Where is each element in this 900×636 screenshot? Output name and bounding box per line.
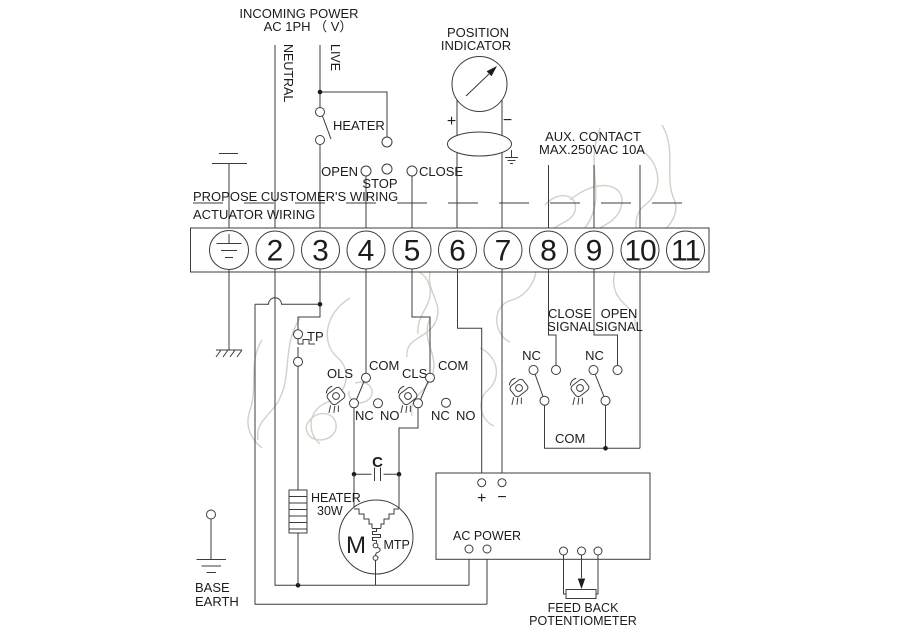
aux-nc-right-label: NC xyxy=(585,348,604,363)
close-button-label: CLOSE xyxy=(419,164,463,179)
aux-com-label: COM xyxy=(555,431,585,446)
gauge-needle xyxy=(465,73,490,97)
ols-com-label: COM xyxy=(369,358,399,373)
control-box-outline xyxy=(435,472,651,560)
cls-no-label: NO xyxy=(456,408,476,423)
terminal-4: 4 xyxy=(358,235,375,268)
potentiometer-body xyxy=(565,589,597,599)
aux-contact-title2: MAX.250VAC 10A xyxy=(539,142,645,157)
position-indicator-title2: INDICATOR xyxy=(441,38,511,53)
incoming-power-section: INCOMING POWER AC 1PH （ V） NEUTRAL LIVE … xyxy=(239,6,388,231)
tp-label: TP xyxy=(307,329,324,344)
base-earth-label1: BASE xyxy=(195,580,230,595)
terminal-2: 2 xyxy=(267,235,284,268)
feedback-potentiometer: FEED BACK POTENTIOMETER xyxy=(529,546,637,628)
earth-symbol-top xyxy=(212,153,247,231)
feedback-label1: FEED BACK xyxy=(548,601,620,615)
terminal-earth-symbol xyxy=(216,234,242,258)
ols-no-label: NO xyxy=(380,408,400,423)
actuator-wiring-lines xyxy=(254,269,641,605)
close-signal-label1: CLOSE xyxy=(548,306,592,321)
cls-limit-switch: CLS COM NC NO xyxy=(388,358,476,475)
aux-contact-header: AUX. CONTACT MAX.250VAC 10A xyxy=(539,129,645,231)
gauge-dial xyxy=(451,56,508,112)
incoming-power-subtitle: AC 1PH （ V） xyxy=(264,19,353,34)
thermal-protector: TP xyxy=(293,329,324,490)
indicator-plus-label: + xyxy=(447,113,456,130)
motor-circuit: C M MTP xyxy=(295,454,414,588)
box-minus-label: − xyxy=(497,489,506,506)
aux-nc-left-label: NC xyxy=(522,348,541,363)
heater-resistor: HEATER 30W xyxy=(288,489,361,586)
open-signal-label1: OPEN xyxy=(601,306,638,321)
terminal-10: 10 xyxy=(624,235,656,268)
terminal-3: 3 xyxy=(312,235,329,268)
incoming-earth xyxy=(212,153,247,231)
stop-button-label: STOP xyxy=(362,176,397,191)
heater-resistor-label2: 30W xyxy=(317,504,343,518)
motor-m-label: M xyxy=(346,532,366,559)
position-indicator-title1: POSITION xyxy=(447,25,509,40)
customer-wiring-label: PROPOSE CUSTOMER'S WIRING xyxy=(193,189,398,204)
strip-earth-ground xyxy=(215,269,243,358)
heater-switch-blade xyxy=(322,115,332,140)
wiring-boundary: PROPOSE CUSTOMER'S WIRING ACTUATOR WIRIN… xyxy=(193,189,700,222)
terminal-9: 9 xyxy=(586,235,603,268)
capacitor-label: C xyxy=(372,454,383,471)
terminal-11: 11 xyxy=(671,235,700,268)
heater-switch-label: HEATER xyxy=(333,118,385,133)
terminal-8: 8 xyxy=(540,235,557,268)
power-box: + − AC POWER xyxy=(435,472,651,560)
motor-mtp-label: MTP xyxy=(384,538,410,552)
aux-left-cam-icon xyxy=(499,374,535,410)
aux-contact-title1: AUX. CONTACT xyxy=(545,129,641,144)
terminal-7: 7 xyxy=(495,235,512,268)
indicator-lamp xyxy=(447,131,512,157)
base-earth-label2: EARTH xyxy=(195,594,239,609)
ols-limit-switch: OLS COM NC NO xyxy=(316,358,400,475)
open-button-label: OPEN xyxy=(321,164,358,179)
terminal-strip: 2 3 4 5 6 7 8 9 10 11 xyxy=(190,227,710,273)
motor-windings xyxy=(354,508,399,543)
live-label: LIVE xyxy=(328,44,342,71)
pushbutton-station: OPEN STOP CLOSE xyxy=(321,136,463,231)
ac-power-label: AC POWER xyxy=(453,529,521,543)
lamp-ground-symbol xyxy=(505,150,518,164)
feedback-label2: POTENTIOMETER xyxy=(529,614,637,628)
actuator-wiring-label: ACTUATOR WIRING xyxy=(193,207,315,222)
incoming-power-title: INCOMING POWER xyxy=(239,6,358,21)
open-signal-label2: SIGNAL xyxy=(595,319,643,334)
aux-left-blade xyxy=(534,373,544,397)
capacitor-symbol xyxy=(354,467,399,481)
base-earth: BASE EARTH xyxy=(195,509,239,609)
position-indicator: POSITION INDICATOR + − xyxy=(441,25,518,231)
cls-blade xyxy=(420,381,429,400)
ols-nc-label: NC xyxy=(355,408,374,423)
heater-resistor-label1: HEATER xyxy=(311,491,361,505)
aux-switches: CLOSE SIGNAL OPEN SIGNAL NC NC COM xyxy=(499,306,643,451)
cls-label: CLS xyxy=(402,366,428,381)
indicator-minus-label: − xyxy=(503,112,512,129)
ols-cam-icon xyxy=(316,382,352,418)
terminal-6: 6 xyxy=(449,235,466,268)
neutral-label: NEUTRAL xyxy=(281,44,295,102)
close-signal-label2: SIGNAL xyxy=(547,319,595,334)
ols-label: OLS xyxy=(327,366,353,381)
aux-right-cam-icon xyxy=(560,374,596,410)
pot-wiper-arrow xyxy=(577,578,586,589)
aux-right-blade xyxy=(594,373,605,397)
box-plus-label: + xyxy=(477,490,486,507)
terminal-5: 5 xyxy=(404,235,421,268)
ols-blade xyxy=(356,381,365,400)
cls-nc-label: NC xyxy=(431,408,450,423)
cls-com-label: COM xyxy=(438,358,468,373)
